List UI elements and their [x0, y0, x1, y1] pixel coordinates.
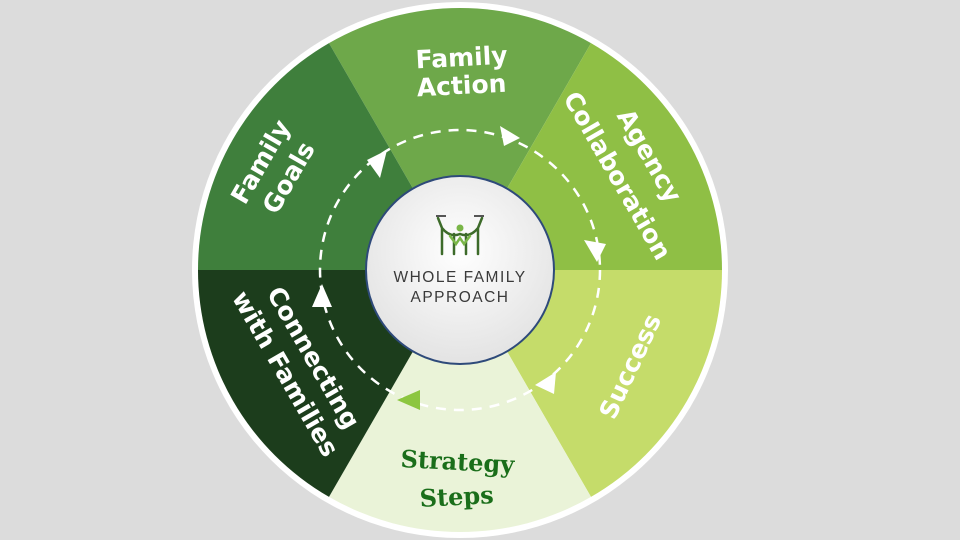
cycle-arrowheads	[312, 126, 606, 410]
center-title-line2: APPROACH	[411, 289, 510, 306]
label-strategy-steps: Strategy Steps	[400, 444, 516, 513]
arrow-up-goals-icon	[367, 150, 387, 178]
family-figures-logo-icon	[436, 215, 484, 256]
arrow-up-left-icon	[312, 284, 332, 307]
family-action-line1: Family	[415, 41, 508, 75]
segment-strategy-steps	[329, 270, 591, 533]
arrow-left-strategy-icon	[397, 390, 420, 410]
arrow-down-right-icon	[584, 240, 606, 262]
strategy-steps-line2: Steps	[419, 480, 494, 513]
arrow-right-top-icon	[500, 126, 520, 146]
cycle-dashed-path	[318, 128, 602, 412]
family-action-line2: Action	[416, 69, 507, 103]
arrow-left-bottom-icon	[535, 372, 556, 394]
strategy-steps-line1: Strategy	[400, 444, 516, 479]
segment-family-action	[329, 7, 591, 270]
label-family-action: Family Action	[415, 41, 508, 103]
center-title-line1: WHOLE FAMILY	[393, 269, 526, 286]
center-circle	[365, 175, 555, 365]
